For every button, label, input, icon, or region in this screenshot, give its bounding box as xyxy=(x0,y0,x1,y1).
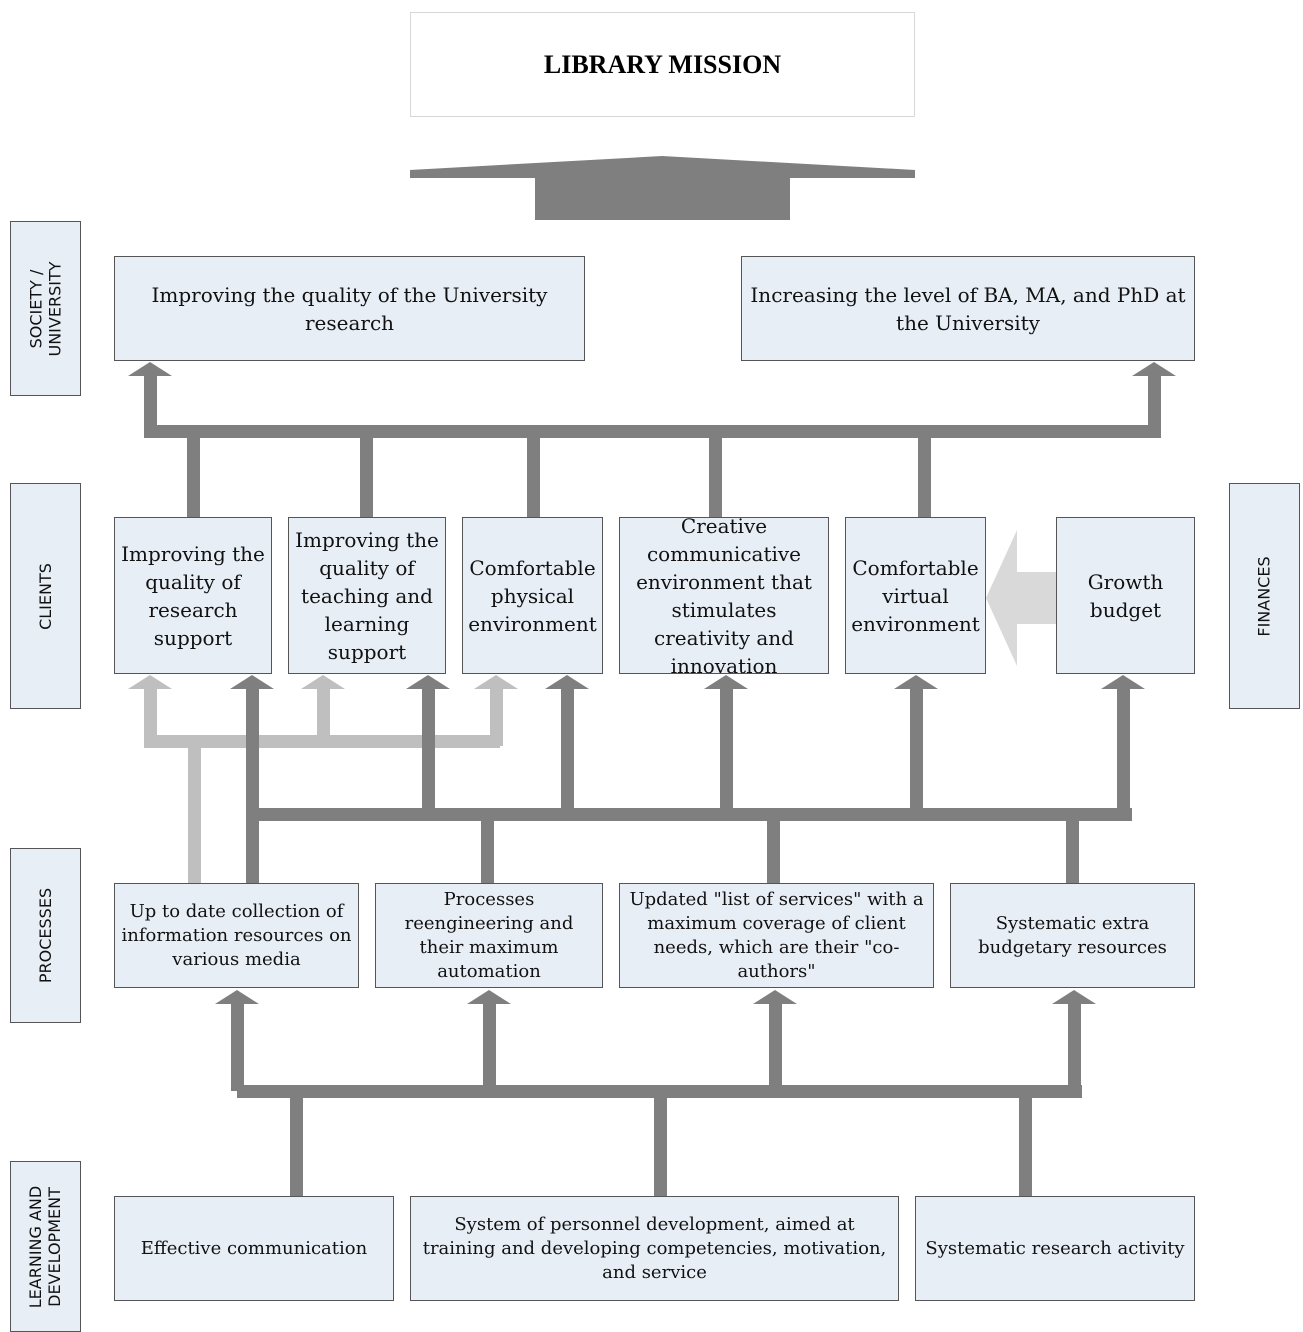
learning-development-label: LEARNING AND DEVELOPMENT xyxy=(10,1161,81,1332)
learning-label-line1: LEARNING AND xyxy=(26,1185,46,1308)
society-label-line1: SOCIETY / xyxy=(26,269,46,348)
learning-label-line2: DEVELOPMENT xyxy=(45,1186,65,1307)
services-list-goal: Updated "list of services" with a maximu… xyxy=(619,883,934,988)
extra-budget-goal: Systematic extra budgetary resources xyxy=(950,883,1195,988)
mission-arrow xyxy=(410,156,915,220)
research-support-goal: Improving the quality of research suppor… xyxy=(114,517,272,674)
reengineering-goal: Processes reengineering and their maximu… xyxy=(375,883,603,988)
budget-arrow xyxy=(986,530,1056,666)
effective-communication-goal: Effective communication xyxy=(114,1196,394,1301)
processes-to-clients-arrows xyxy=(230,675,1145,885)
creative-environment-goal: Creative communicative environment that … xyxy=(619,514,829,678)
research-quality-goal: Improving the quality of the University … xyxy=(114,256,585,361)
physical-environment-goal: Comfortable physical environment xyxy=(462,517,603,674)
society-label-line2: UNIVERSITY xyxy=(45,261,65,356)
degree-level-goal: Increasing the level of BA, MA, and PhD … xyxy=(741,256,1195,361)
finances-label: FINANCES xyxy=(1229,483,1300,709)
society-university-label: SOCIETY / UNIVERSITY xyxy=(10,221,81,396)
research-activity-goal: Systematic research activity xyxy=(915,1196,1195,1301)
teaching-support-goal: Improving the quality of teaching and le… xyxy=(288,517,446,674)
virtual-environment-goal: Comfortable virtual environment xyxy=(845,517,986,674)
clients-to-society-arrows xyxy=(128,362,1176,519)
personnel-development-goal: System of personnel development, aimed a… xyxy=(410,1196,899,1301)
collection-goal: Up to date collection of information res… xyxy=(114,883,359,988)
learning-to-processes-arrows xyxy=(215,990,1096,1197)
library-mission-title: LIBRARY MISSION xyxy=(410,12,915,117)
growth-budget-goal: Growth budget xyxy=(1056,517,1195,674)
clients-label: CLIENTS xyxy=(10,483,81,709)
collection-to-client-light-arrows xyxy=(128,675,518,885)
processes-label: PROCESSES xyxy=(10,848,81,1023)
